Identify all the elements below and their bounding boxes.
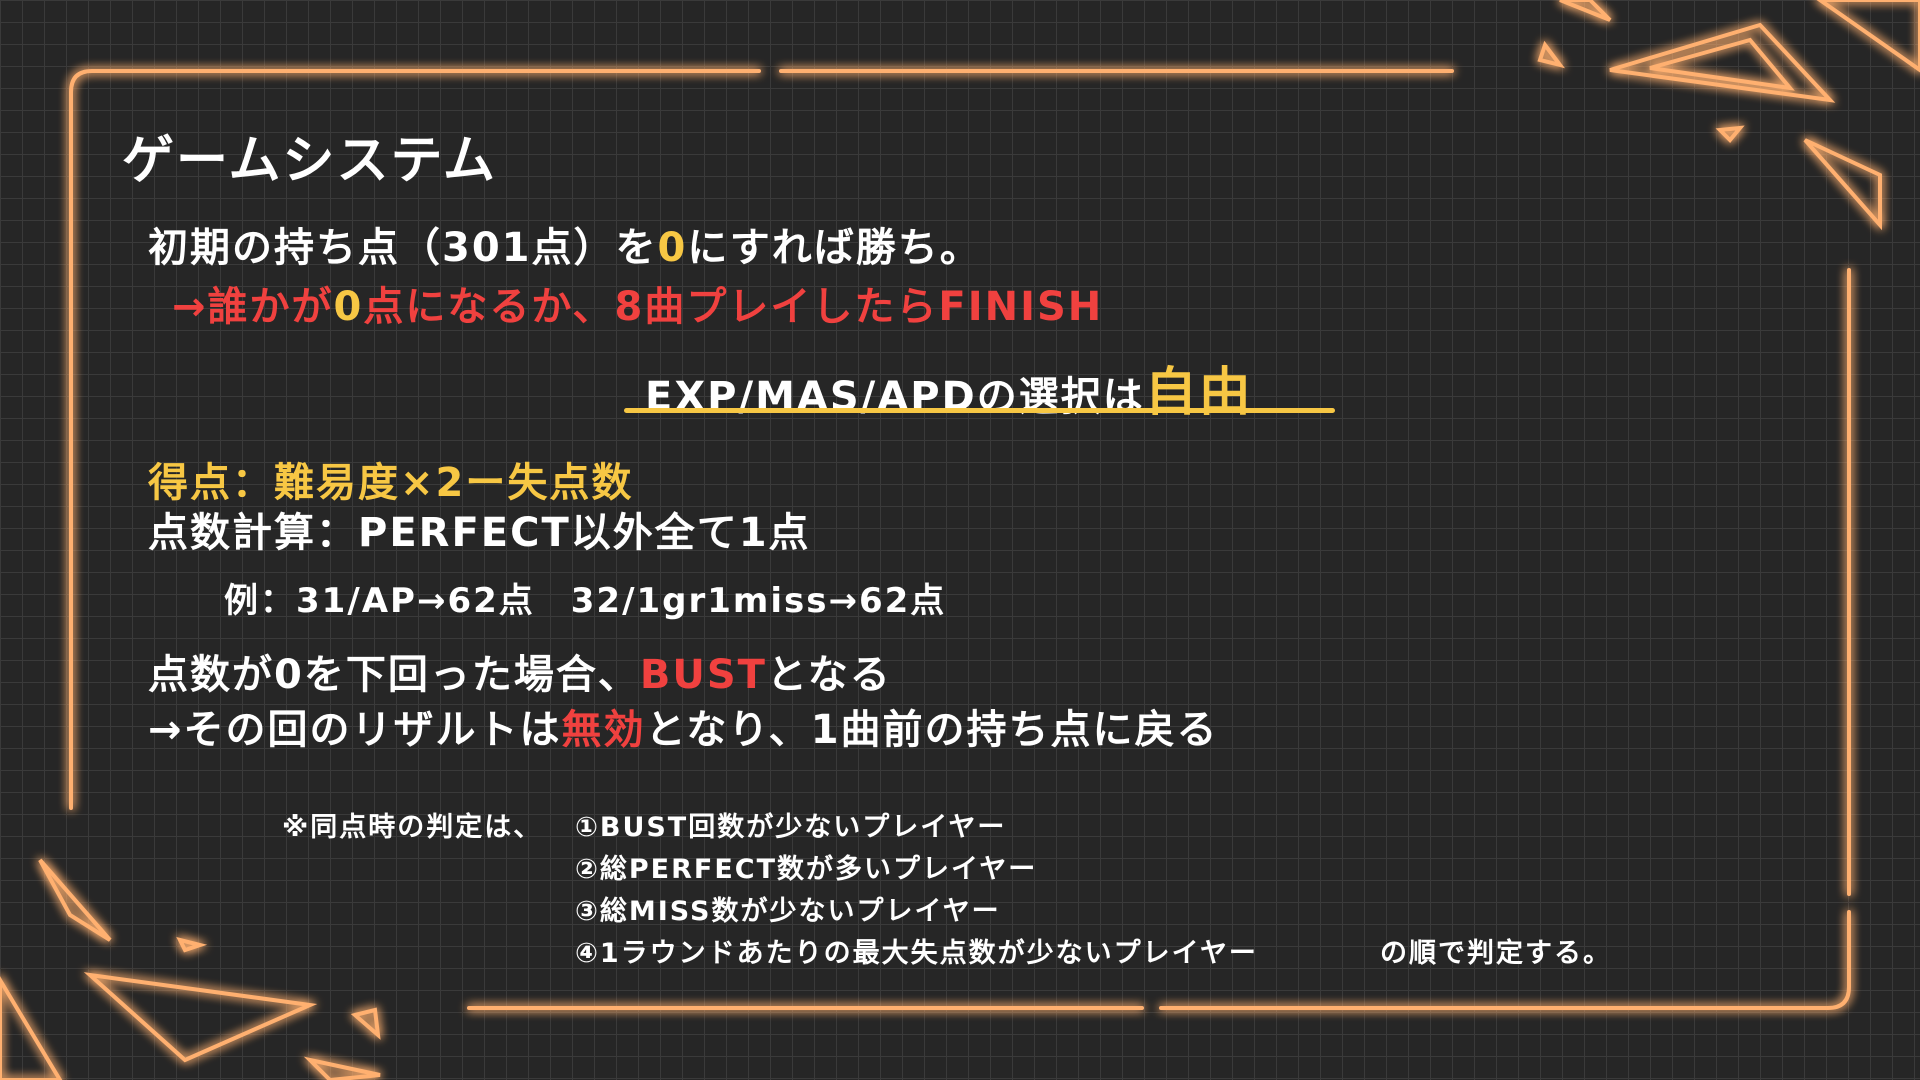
highlight-invalid: 無効: [561, 707, 646, 753]
text: EXP/MAS/APDの選択は: [645, 374, 1145, 420]
score-formula: 得点：難易度×2ー失点数: [148, 460, 634, 506]
tie-item: ③総MISS数が少ないプレイヤー: [575, 896, 1001, 927]
text: →誰かが: [172, 284, 334, 330]
finish-condition: →誰かが0点になるか、8曲プレイしたらFINISH: [172, 274, 1103, 332]
text: 初期の持ち点（301点）を: [148, 225, 658, 271]
tie-tail: の順で判定する。: [1380, 938, 1612, 969]
underline: [624, 408, 1335, 413]
text: にすれば勝ち。: [687, 225, 982, 271]
tie-item: ①BUST回数が少ないプレイヤー: [575, 812, 1007, 843]
highlight-zero: 0: [657, 225, 688, 271]
bust-effect: →その回のリザルトは無効となり、1曲前の持ち点に戻る: [148, 697, 1219, 755]
tie-item: ②総PERFECT数が多いプレイヤー: [575, 854, 1038, 885]
win-condition: 初期の持ち点（301点）を0にすれば勝ち。: [148, 215, 982, 273]
page-title: ゲームシステム: [122, 131, 497, 191]
highlight-bust: BUST: [639, 652, 767, 698]
text: 点になるか、8曲プレイしたらFINISH: [363, 284, 1104, 330]
score-calc: 点数計算：PERFECT以外全て1点: [148, 510, 811, 556]
text: →その回のリザルトは: [148, 707, 562, 753]
highlight-free: 自由: [1144, 363, 1253, 423]
text: 点数が0を下回った場合、: [148, 652, 640, 698]
text: となり、1曲前の持ち点に戻る: [645, 707, 1219, 753]
text: となる: [766, 652, 892, 698]
difficulty-selection: EXP/MAS/APDの選択は自由: [645, 350, 1253, 425]
tie-item: ④1ラウンドあたりの最大失点数が少ないプレイヤー: [575, 938, 1258, 969]
bust-rule: 点数が0を下回った場合、BUSTとなる: [148, 642, 892, 700]
highlight-zero: 0: [333, 284, 364, 330]
tie-lead: ※同点時の判定は、: [282, 812, 543, 843]
example: 例：31/AP→62点 32/1gr1miss→62点: [224, 581, 947, 621]
